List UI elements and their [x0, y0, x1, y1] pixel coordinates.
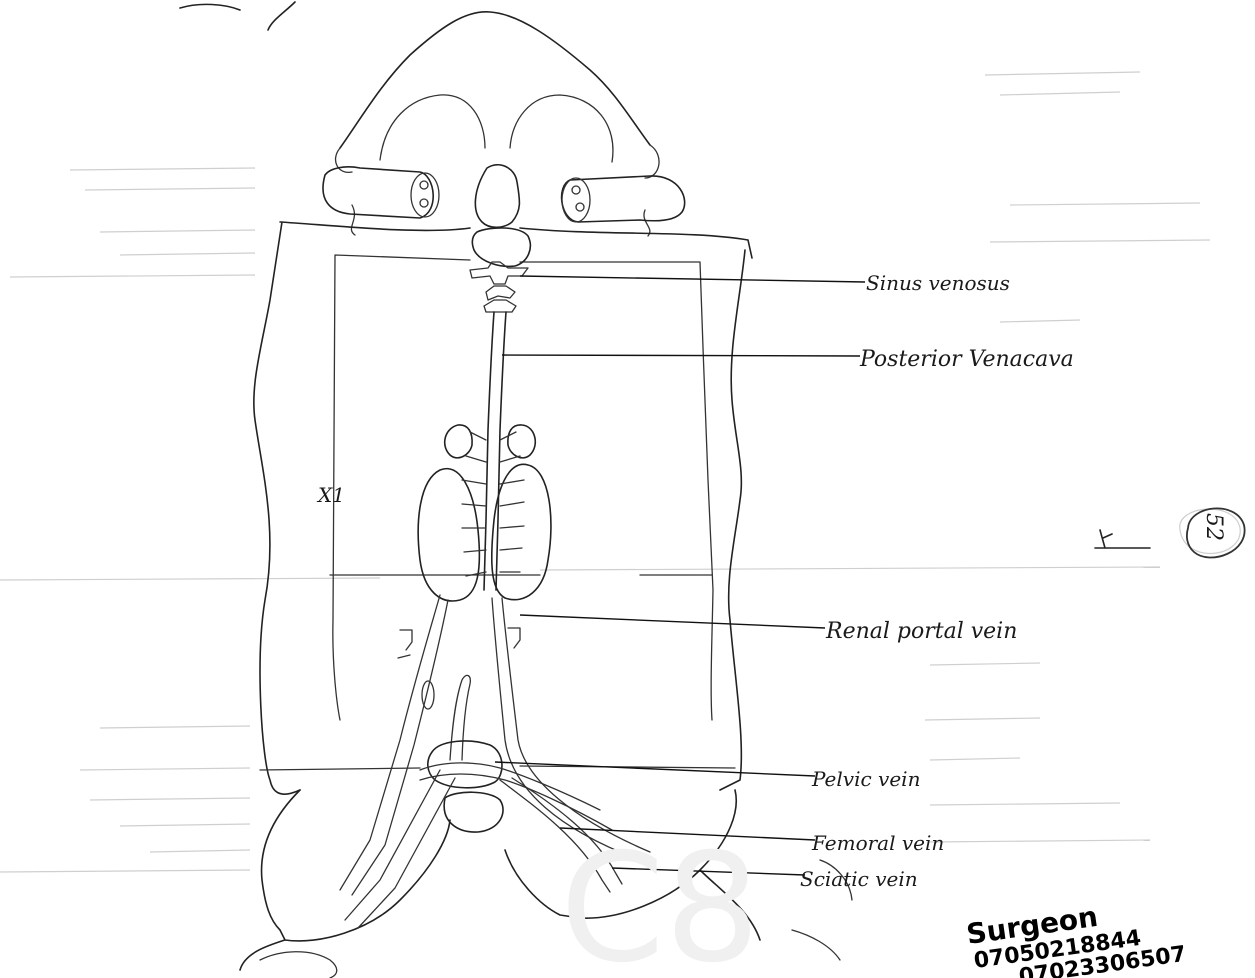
- femoral-vein-label: Femoral vein: [811, 831, 944, 855]
- lower-limb-outline: [260, 860, 852, 978]
- renal-portal-vein-leader: [520, 615, 825, 628]
- left-gonad: [445, 425, 472, 458]
- shoulder-flaps: [336, 145, 660, 236]
- frog-head-outline: [340, 12, 650, 148]
- pelvic-vein-leader: [495, 762, 815, 776]
- heading-underline-stroke: [1095, 530, 1150, 548]
- inner-body-wall: [330, 255, 713, 720]
- jaw-inner-outline: [380, 95, 613, 162]
- left-kidney: [418, 469, 479, 601]
- left-renal-portal-vein: [340, 595, 448, 895]
- renal-portal-vein-label: Renal portal vein: [825, 619, 1017, 644]
- background-watermark: C8: [560, 822, 760, 978]
- pelvic-vein-label: Pelvic vein: [811, 767, 920, 791]
- heart-and-sinus-venosus: [470, 165, 530, 312]
- right-forelimb-stump: [562, 176, 685, 222]
- show-through-ghost-marks: [0, 72, 1240, 872]
- left-forelimb-stump: [323, 167, 439, 218]
- sinus-venosus-label: Sinus venosus: [866, 271, 1010, 295]
- sciatic-vein-label: Sciatic vein: [800, 867, 918, 891]
- posterior-vena-cava-label: Posterior Venacava: [859, 347, 1074, 372]
- posterior-vena-cava: [484, 312, 506, 590]
- left-vein-junction: [398, 630, 412, 658]
- right-skin-outline: [720, 250, 745, 790]
- question-number: 52: [1201, 513, 1226, 541]
- left-hindlimb: [240, 790, 450, 970]
- right-vein-junction: [508, 628, 520, 648]
- top-handwriting-stroke: [180, 2, 295, 30]
- right-kidney: [492, 464, 551, 599]
- left-vein-node: [422, 681, 434, 709]
- magnification-label: X1: [316, 483, 345, 507]
- posterior-vena-cava-leader: [502, 355, 860, 356]
- sinus-venosus-leader: [520, 276, 865, 282]
- author-signature: Surgeon 07050218844 07023306507: [964, 900, 1187, 978]
- right-gonad: [508, 425, 535, 458]
- renal-veins: [462, 432, 524, 576]
- pelvic-girdle-lower: [444, 792, 503, 832]
- rectum: [450, 675, 470, 760]
- body-skin-outline: [254, 222, 752, 794]
